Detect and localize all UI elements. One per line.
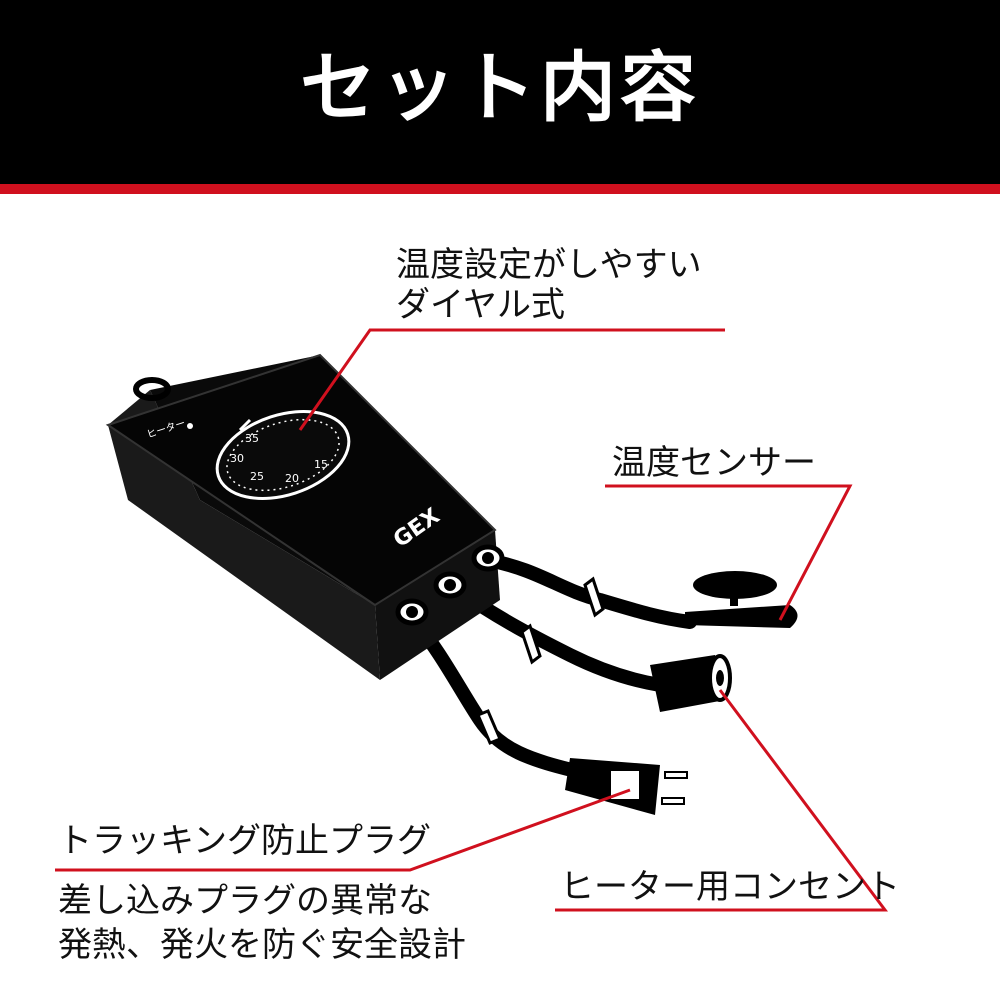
cable-break-outlet bbox=[520, 623, 542, 665]
header-bar bbox=[0, 0, 1000, 184]
temperature-dial: 35 30 25 20 15 bbox=[215, 410, 351, 500]
temperature-sensor bbox=[685, 571, 798, 628]
dial-tick-25: 25 bbox=[250, 470, 264, 483]
plug-callout-desc-line1: 差し込みプラグの異常な bbox=[58, 881, 432, 921]
plug-callout-desc-line2: 発熱、発火を防ぐ安全設計 bbox=[58, 925, 466, 965]
callout-line-outlet bbox=[555, 689, 888, 912]
callout-line-sensor bbox=[605, 484, 853, 621]
heater-outlet-connector bbox=[650, 654, 732, 712]
header-accent-stripe bbox=[0, 184, 1000, 194]
dial-tick-35: 35 bbox=[245, 432, 259, 445]
cable-break-sensor bbox=[583, 576, 605, 618]
outlet-callout: ヒーター用コンセント bbox=[560, 867, 900, 907]
controller-body bbox=[105, 353, 500, 680]
sensor-callout: 温度センサー bbox=[612, 443, 816, 483]
dial-callout-line2: ダイヤル式 bbox=[396, 285, 565, 325]
dial-tick-30: 30 bbox=[230, 452, 244, 465]
dial-tick-15: 15 bbox=[314, 458, 328, 471]
plug-callout-title: トラッキング防止プラグ bbox=[58, 821, 431, 861]
callout-line-dial bbox=[298, 328, 725, 431]
outlet-cable bbox=[443, 578, 667, 692]
hang-loop bbox=[133, 377, 171, 401]
callout-line-plug bbox=[55, 788, 631, 872]
indicator-lamp bbox=[187, 423, 193, 429]
dial-tick-20: 20 bbox=[285, 472, 299, 485]
page-title: セット内容 bbox=[300, 43, 700, 132]
tracking-prevention-plug bbox=[565, 758, 688, 815]
dial-callout-line1: 温度設定がしやすい bbox=[396, 245, 702, 285]
cable-break-plug bbox=[476, 709, 502, 745]
